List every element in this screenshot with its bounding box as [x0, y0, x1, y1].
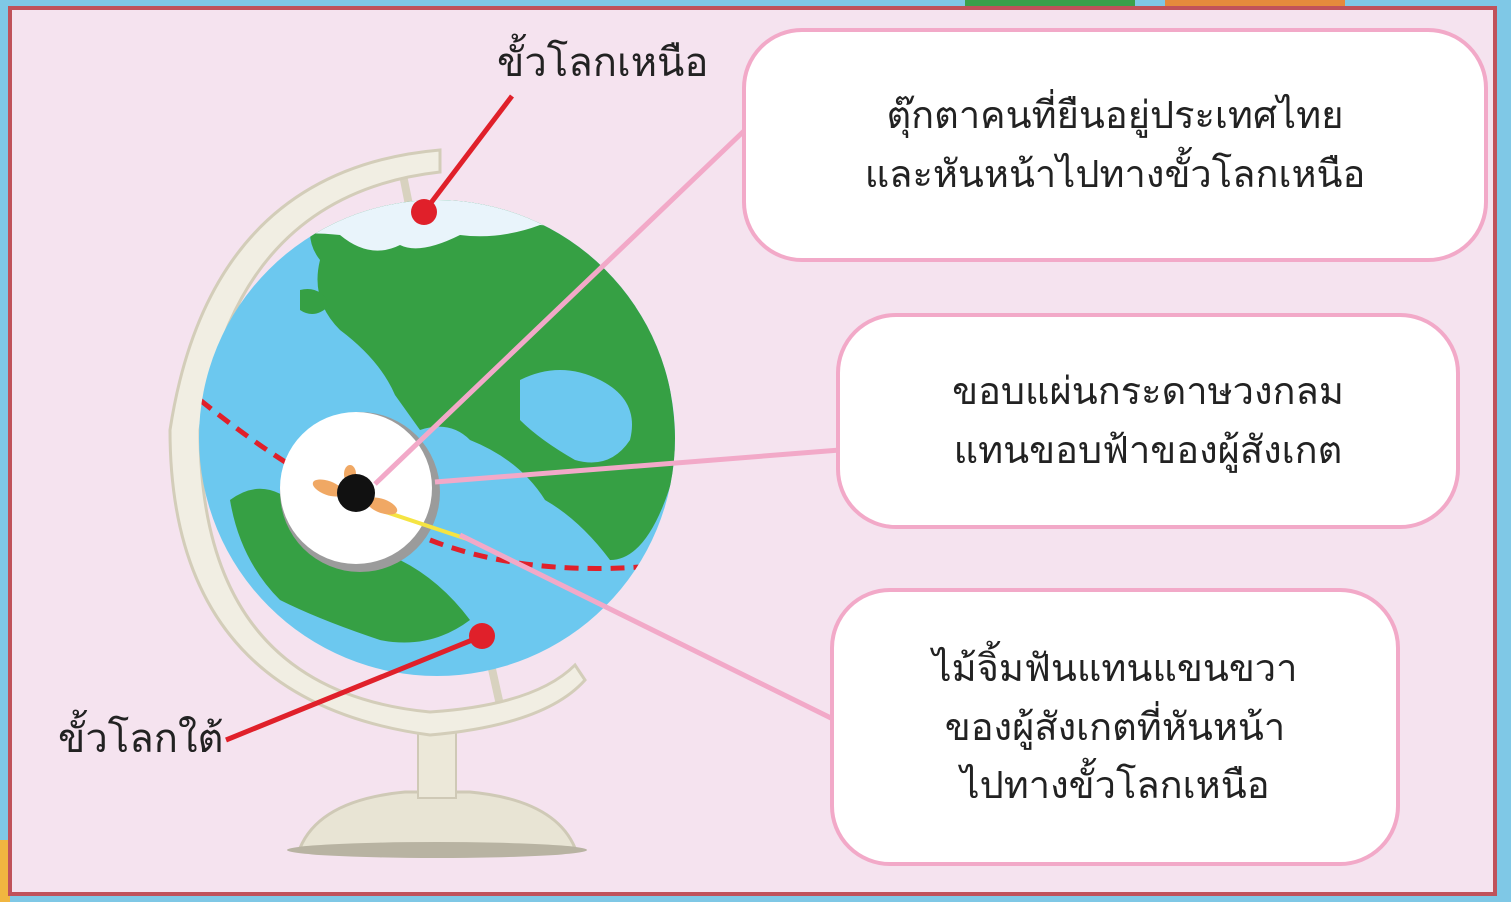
leader-line-doll: [373, 128, 747, 486]
globe-stand: [168, 148, 587, 858]
leader-line-horizon: [434, 447, 841, 485]
south-pole-label: ขั้วโลกใต้: [58, 716, 224, 762]
callout-doll: ตุ๊กตาคนที่ยืนอยู่ประเทศไทย และหันหน้าไป…: [742, 28, 1488, 262]
north-pole-pointer: [411, 94, 514, 225]
north-pole-label: ขั้วโลกเหนือ: [497, 40, 709, 86]
callout-toothpick-line-1: ไม้จิ้มฟันแทนแขนขวา: [932, 645, 1298, 690]
callout-doll-line-2: และหันหน้าไปทางขั้วโลกเหนือ: [864, 152, 1366, 196]
callout-toothpick-line-2: ของผู้สังเกตที่หันหน้า: [944, 704, 1286, 749]
doll-icon: [312, 465, 398, 515]
callout-horizon-line-1: ขอบแผ่นกระดาษวงกลม: [952, 369, 1344, 414]
callout-horizon-line-2: แทนขอบฟ้าของผู้สังเกต: [953, 428, 1343, 472]
toothpick-icon: [379, 508, 471, 542]
yellow-corner-decoration: [0, 840, 10, 902]
callout-horizon: ขอบแผ่นกระดาษวงกลม แทนขอบฟ้าของผู้สังเกต: [836, 313, 1460, 529]
callout-toothpick-line-3: ไปทางขั้วโลกเหนือ: [960, 763, 1270, 808]
callout-doll-line-1: ตุ๊กตาคนที่ยืนอยู่ประเทศไทย: [886, 93, 1344, 138]
callout-toothpick: ไม้จิ้มฟันแทนแขนขวา ของผู้สังเกตที่หันหน…: [830, 588, 1400, 866]
south-pole-pointer: [225, 623, 495, 743]
leader-line-toothpick: [458, 532, 837, 723]
